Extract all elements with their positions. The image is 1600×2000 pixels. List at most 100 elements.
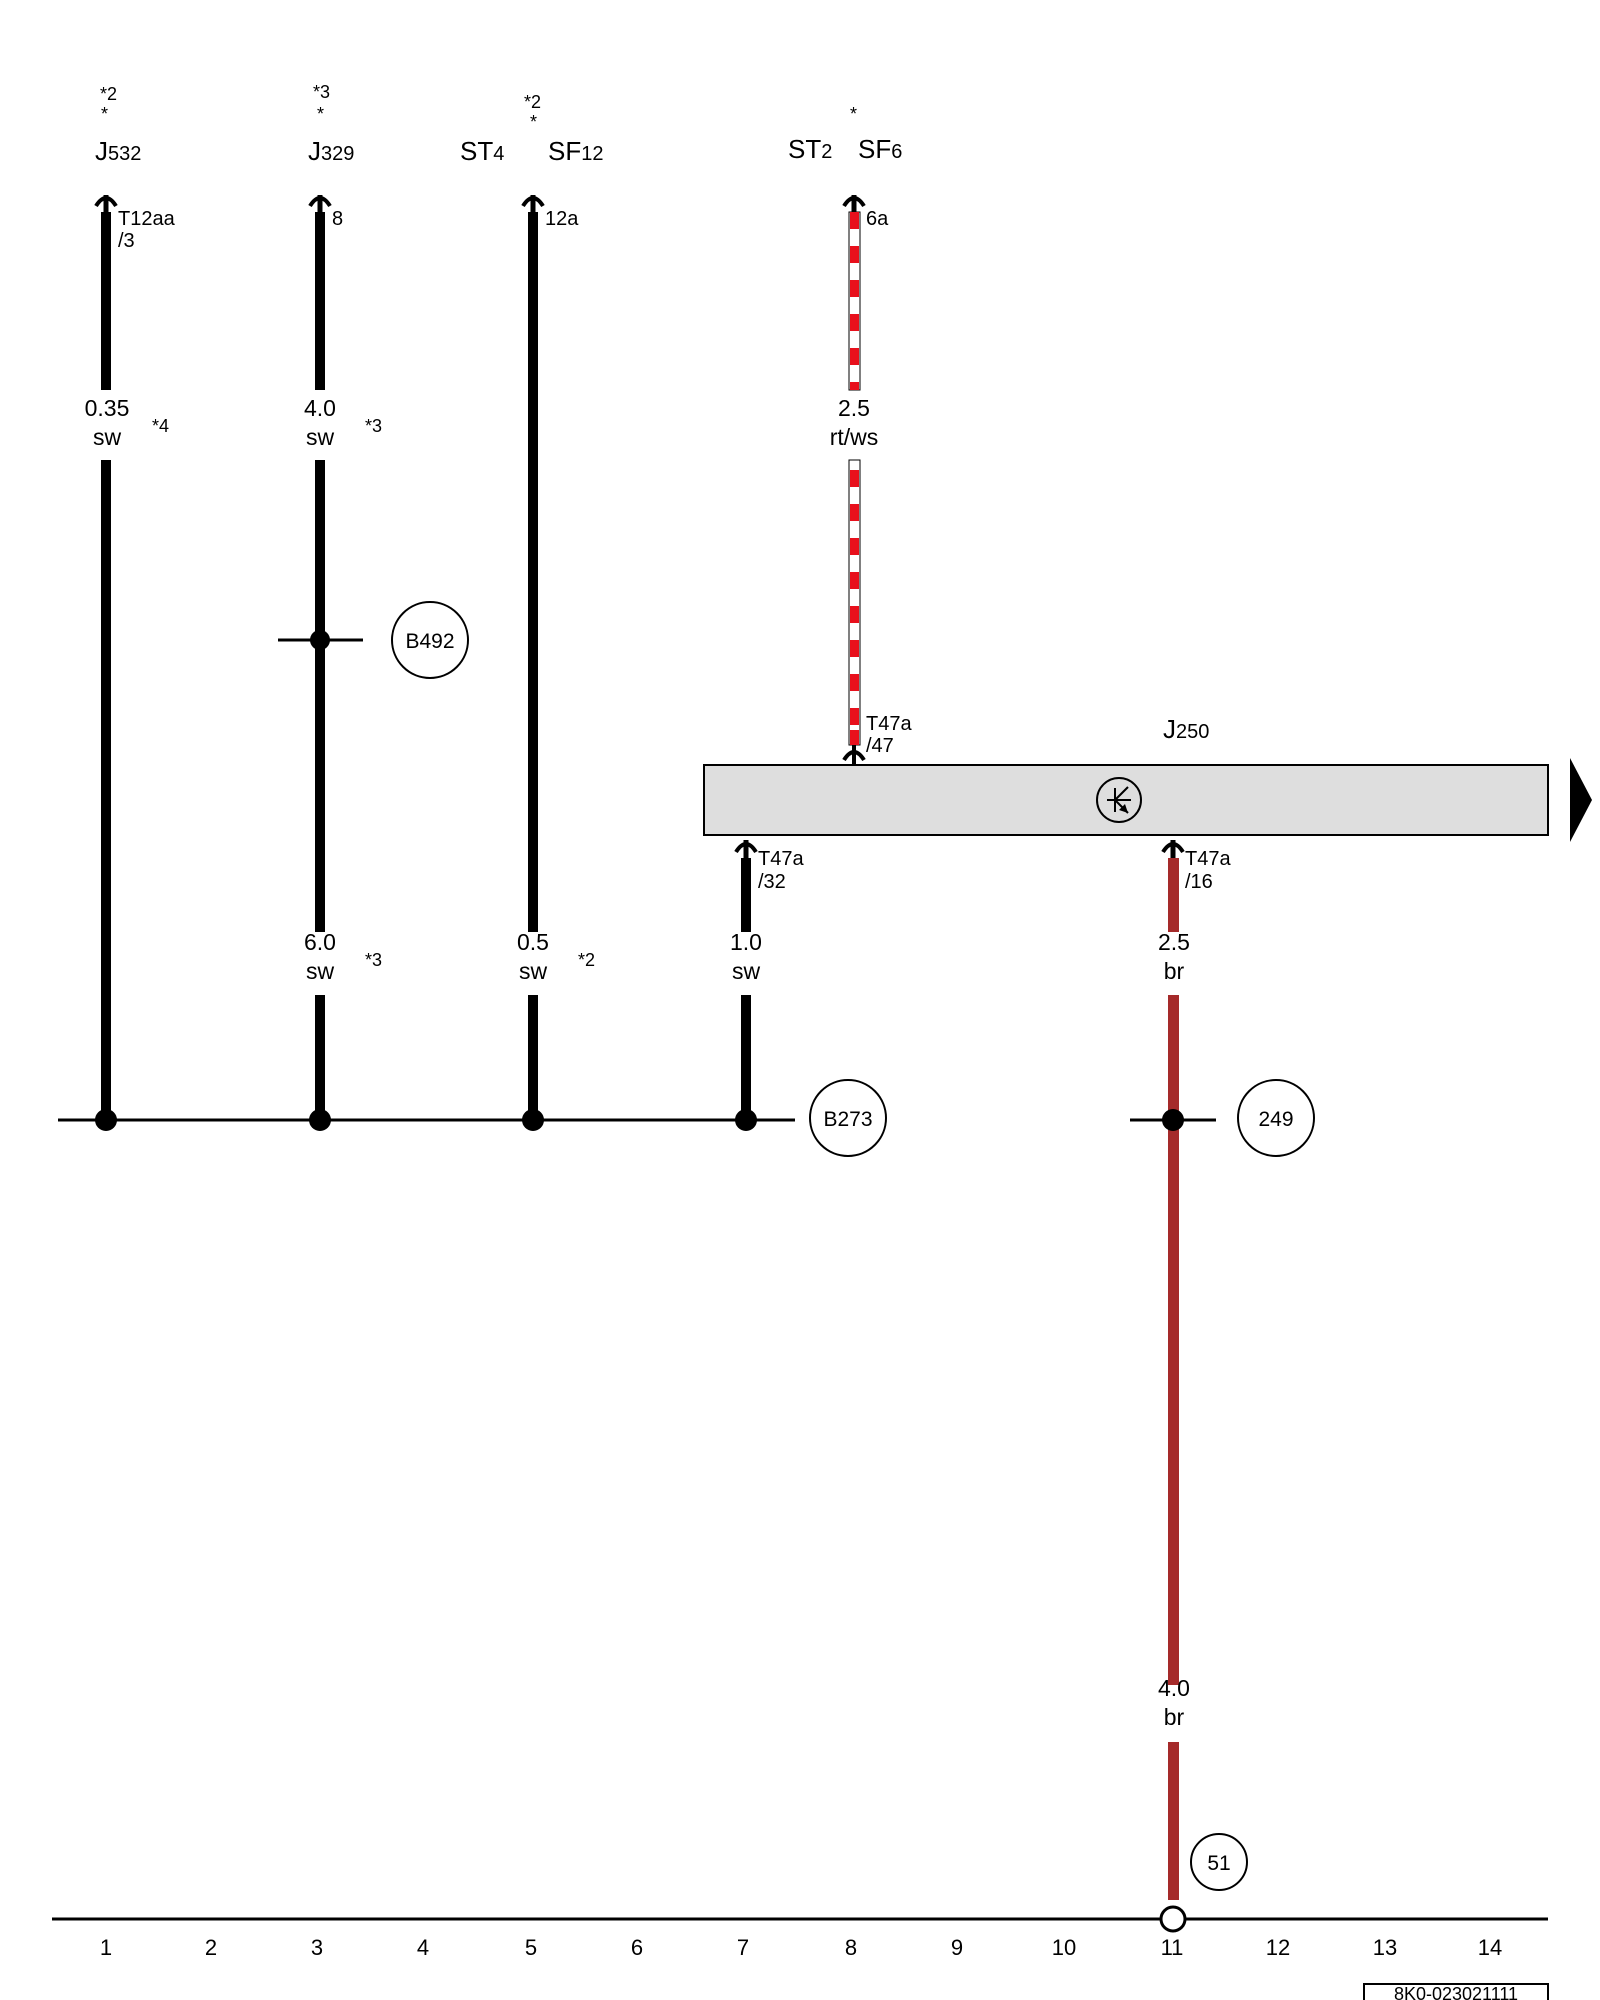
connector-pin: T12aa	[118, 208, 176, 230]
splice-dot	[310, 630, 330, 650]
label-st4: ST4	[460, 136, 504, 166]
ref-label: 51	[1207, 1852, 1230, 1875]
j329-note-mark: *3	[313, 82, 330, 102]
connector-12a: 12a	[521, 195, 579, 230]
wire-column-5: 0.5 sw *2	[517, 212, 595, 1120]
sf12-name: SF12	[548, 136, 603, 166]
wire-color: sw	[306, 958, 335, 984]
wire-segment	[315, 212, 325, 390]
wire-color: br	[1164, 958, 1185, 984]
st4-name: ST4	[460, 136, 504, 166]
wire-stripes	[850, 212, 859, 745]
wire-segment	[315, 995, 325, 1120]
axis-tick-label: 8	[845, 1935, 857, 1960]
wire-gauge: 4.0	[1158, 1675, 1190, 1701]
j532-note-mark: *2	[100, 84, 117, 104]
connector-t47a-47: T47a /47	[842, 713, 912, 765]
ref-point-249: 249	[1237, 1079, 1315, 1157]
junction-dot	[1162, 1109, 1184, 1131]
sf6-name: SF6	[858, 134, 902, 164]
connector-pin: 8	[332, 208, 343, 230]
axis-tick-label: 11	[1161, 1935, 1184, 1960]
wire-segment	[101, 212, 111, 390]
label-j532: *2 * J532	[95, 84, 141, 166]
wire-column-1: 0.35 sw *4	[85, 212, 169, 1120]
connector-8: 8	[308, 195, 343, 230]
axis-tick-label: 7	[737, 1935, 749, 1960]
junction-dot	[735, 1109, 757, 1131]
wire-gauge: 2.5	[838, 395, 870, 421]
wire-segment	[1168, 1742, 1179, 1900]
wire-color: sw	[306, 424, 335, 450]
sf6-star-mark: *	[850, 104, 857, 124]
sf12-note-mark: *2	[524, 92, 541, 112]
ref-label: B273	[823, 1108, 872, 1131]
j532-star-mark: *	[101, 104, 108, 124]
electronic-symbol-icon	[1096, 777, 1142, 823]
wire-segment	[741, 858, 751, 932]
wire-color: sw	[519, 958, 548, 984]
junction-dot	[522, 1109, 544, 1131]
connector-pin: T47a	[1185, 848, 1231, 870]
ref-point-b273: B273	[809, 1079, 887, 1157]
label-sf12: *2 * SF12	[524, 92, 603, 166]
wire-note: *4	[152, 416, 169, 436]
junction-dot	[309, 1109, 331, 1131]
wire-gauge: 0.5	[517, 929, 549, 955]
label-j329: *3 * J329	[308, 82, 354, 166]
wire-note: *3	[365, 416, 382, 436]
axis-tick-label: 13	[1373, 1935, 1397, 1960]
wire-segment	[1168, 858, 1179, 932]
j329-star-mark: *	[317, 104, 324, 124]
sf12-star-mark: *	[530, 112, 537, 132]
j329-name: J329	[308, 136, 354, 166]
connector-t47a-32: T47a /32	[734, 840, 804, 893]
axis-tick-label: 4	[417, 1935, 429, 1960]
wire-segment	[1168, 995, 1179, 1685]
wire-segment	[528, 212, 538, 932]
ref-point-51: 51	[1190, 1833, 1248, 1891]
wire-color: sw	[732, 958, 761, 984]
connector-pin-number: /16	[1185, 871, 1213, 893]
wire-note: *2	[578, 950, 595, 970]
junction-dot	[95, 1109, 117, 1131]
wire-gauge: 4.0	[304, 395, 336, 421]
bottom-axis: 1 2 3 4 5 6 7 8 9 10 11 12 13 14	[52, 1905, 1548, 1960]
wire-column-3: 4.0 sw *3 6.0 sw *3	[278, 212, 382, 1120]
connector-pin: 12a	[545, 208, 579, 230]
wire-segment	[315, 460, 325, 932]
connector-pin: T47a	[758, 848, 804, 870]
connector-6a: 6a	[842, 195, 889, 230]
wire-color: rt/ws	[830, 424, 879, 450]
axis-tick-label: 5	[525, 1935, 537, 1960]
j532-name: J532	[95, 136, 141, 166]
j250-name: J250	[1163, 714, 1209, 744]
connector-t12aa-3: T12aa /3	[94, 195, 176, 252]
wire-gauge: 2.5	[1158, 929, 1190, 955]
wire-segment	[528, 995, 538, 1120]
axis-tick-label: 10	[1052, 1935, 1076, 1960]
wire-gauge: 6.0	[304, 929, 336, 955]
wire-color: sw	[93, 424, 122, 450]
connector-pin-number: /32	[758, 871, 786, 893]
st2-name: ST2	[788, 134, 832, 164]
ref-label: B492	[405, 630, 454, 653]
component-j250: J250	[703, 714, 1592, 842]
wire-column-11: 2.5 br 4.0 br	[1130, 858, 1216, 1900]
ground-terminal-icon	[1159, 1905, 1187, 1933]
wire-segment	[101, 460, 111, 1120]
connector-pin: 6a	[866, 208, 889, 230]
wire-note: *3	[365, 950, 382, 970]
ref-label: 249	[1258, 1108, 1293, 1131]
wire-segment	[848, 459, 861, 746]
axis-tick-label: 2	[205, 1935, 217, 1960]
connector-pin-number: /3	[118, 230, 135, 252]
label-st2-sf6: * ST2 SF6	[788, 104, 902, 164]
ground-bus	[58, 1109, 1184, 1131]
connector-pin-number: /47	[866, 735, 894, 757]
wire-gauge: 0.35	[85, 395, 130, 421]
axis-tick-label: 12	[1266, 1935, 1290, 1960]
axis-tick-label: 14	[1478, 1935, 1502, 1960]
axis-tick-label: 1	[100, 1935, 112, 1960]
